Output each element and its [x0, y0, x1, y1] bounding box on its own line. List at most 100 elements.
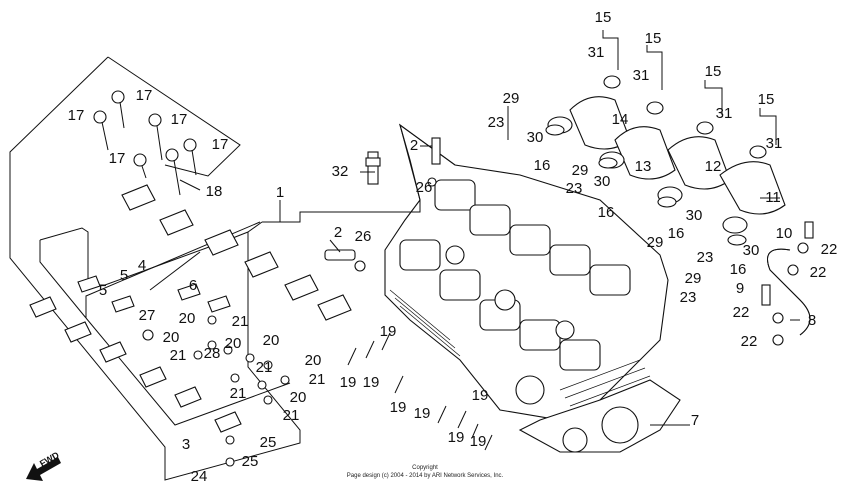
callout-label-c15d: 15	[758, 91, 775, 108]
callout-label-c2a: 2	[410, 137, 418, 154]
copyright-line-2: Page design (c) 2004 - 2014 by ARI Netwo…	[347, 473, 504, 479]
valves	[93, 90, 197, 196]
callout-label-c17d: 17	[212, 136, 229, 153]
callout-label-c5b: 5	[99, 282, 107, 299]
callout-label-c21d: 21	[309, 371, 326, 388]
callout-label-c20a: 20	[179, 310, 196, 327]
callout-label-c13: 13	[635, 158, 652, 175]
callout-label-c21b: 21	[170, 347, 187, 364]
callout-label-c19h: 19	[470, 433, 487, 450]
callout-label-c9: 9	[736, 280, 744, 297]
callout-label-c31d: 31	[766, 135, 783, 152]
dowel-pins	[347, 332, 493, 451]
callout-label-c11: 11	[765, 189, 781, 206]
callout-label-c30a: 30	[527, 129, 544, 146]
callout-label-c22a: 22	[821, 241, 838, 258]
callout-label-c14: 14	[612, 111, 629, 128]
callout-label-c24: 24	[191, 468, 208, 485]
washer-22c	[772, 312, 784, 324]
callout-label-c17b: 17	[68, 107, 85, 124]
callout-label-c26b: 26	[355, 228, 372, 245]
leader-lines	[179, 30, 800, 426]
callout-label-c23a: 23	[488, 114, 505, 131]
callout-label-c20c: 20	[225, 335, 242, 352]
fwd-arrow-icon	[26, 457, 61, 481]
callout-label-c20b: 20	[163, 329, 180, 346]
callout-label-c23c: 23	[697, 249, 714, 266]
callout-label-c30b: 30	[594, 173, 611, 190]
callout-label-c17c: 17	[171, 111, 188, 128]
callout-label-c19g: 19	[472, 387, 489, 404]
callout-label-c31a: 31	[588, 44, 605, 61]
callout-label-c20f: 20	[290, 389, 307, 406]
callout-label-c22d: 22	[741, 333, 758, 350]
head-group-outline	[262, 123, 456, 223]
rocker-arms	[29, 184, 352, 433]
washer-22a	[797, 242, 809, 254]
callout-label-c29a: 29	[503, 90, 520, 107]
callout-label-c23d: 23	[680, 289, 697, 306]
callout-label-c25a: 25	[260, 434, 277, 451]
callout-label-c22b: 22	[810, 264, 827, 281]
callout-label-c30d: 30	[743, 242, 760, 259]
cap-nut-2b	[324, 249, 356, 261]
callout-label-c19c: 19	[363, 374, 380, 391]
callout-label-c22c: 22	[733, 304, 750, 321]
rocker-shaft-4	[149, 251, 201, 291]
intake-tube-13	[614, 126, 676, 180]
callout-label-c23b: 23	[566, 180, 583, 197]
cylinder-head-body	[384, 123, 681, 453]
callout-label-c30c: 30	[686, 207, 703, 224]
intake-tube-11	[719, 161, 786, 215]
callout-label-c1: 1	[276, 184, 284, 201]
bolt-9	[761, 284, 771, 306]
callout-label-c3: 3	[182, 436, 190, 453]
washer-22d	[772, 334, 784, 346]
callout-label-c29c: 29	[647, 234, 664, 251]
callout-label-c19d: 19	[390, 399, 407, 416]
callout-label-c17a: 17	[136, 87, 153, 104]
callout-label-c16c: 16	[668, 225, 685, 242]
callout-label-c28: 28	[204, 345, 221, 362]
copyright-line-1: Copyright	[412, 465, 438, 471]
callout-label-c29d: 29	[685, 270, 702, 287]
callout-label-c29b: 29	[572, 162, 589, 179]
callout-label-c32: 32	[332, 163, 349, 180]
callout-label-c25b: 25	[242, 453, 259, 470]
callout-label-c4: 4	[138, 257, 146, 274]
callout-label-c21c: 21	[256, 359, 273, 376]
callout-label-c15b: 15	[645, 30, 662, 47]
shims	[142, 315, 290, 467]
callout-label-c19a: 19	[380, 323, 397, 340]
intake-tubes	[547, 75, 786, 234]
callout-label-c20e: 20	[305, 352, 322, 369]
clamps	[545, 124, 747, 246]
fwd-indicator	[26, 457, 61, 481]
washer-22b	[787, 264, 799, 276]
callout-label-c21f: 21	[283, 407, 300, 424]
callout-label-c2b: 2	[334, 224, 342, 241]
callout-label-c15a: 15	[595, 9, 612, 26]
callout-label-c27: 27	[139, 307, 156, 324]
callout-label-c18: 18	[206, 183, 223, 200]
callout-label-c6: 6	[189, 277, 197, 294]
callout-label-c21e: 21	[230, 385, 247, 402]
callout-label-c15c: 15	[705, 63, 722, 80]
callout-label-c7: 7	[691, 412, 699, 429]
callout-label-c19e: 19	[414, 405, 431, 422]
washer-26b	[354, 260, 366, 272]
callout-label-c12: 12	[705, 158, 722, 175]
bolt-10	[804, 221, 814, 239]
callout-label-c31b: 31	[633, 67, 650, 84]
callout-label-c16b: 16	[598, 204, 615, 221]
callout-label-c16a: 16	[534, 157, 551, 174]
oil-pipe-8	[767, 248, 811, 336]
callout-label-c20d: 20	[263, 332, 280, 349]
callout-label-c5a: 5	[120, 267, 128, 284]
callout-label-c10: 10	[776, 225, 793, 242]
callout-label-c31c: 31	[716, 105, 733, 122]
callout-label-c17e: 17	[109, 150, 126, 167]
